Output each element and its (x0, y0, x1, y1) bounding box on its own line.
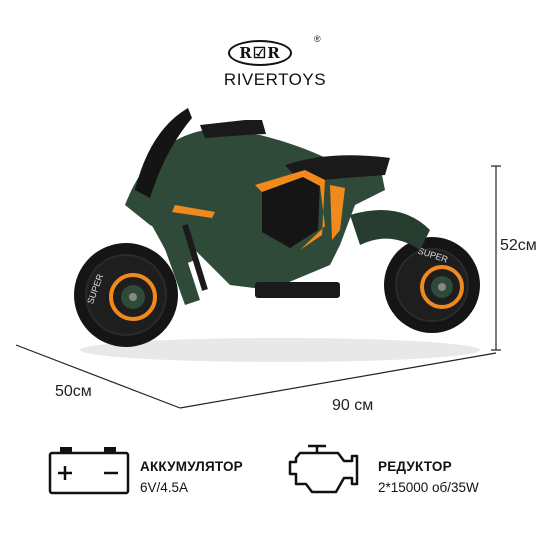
gearbox-spec-value: 2*15000 об/35W (378, 480, 479, 495)
engine-icon (288, 444, 359, 494)
battery-icon (48, 447, 130, 495)
logo-oval (228, 40, 292, 66)
battery-spec-title: АККУМУЛЯТОР (140, 459, 243, 474)
logo-mark: R☑R (239, 44, 281, 62)
battery-spec-value: 6V/4.5A (140, 480, 189, 495)
length-dimension-line (179, 352, 497, 409)
brand-name: RIVERTOYS (223, 70, 327, 89)
depth-label: 50см (55, 383, 92, 400)
depth-dimension-line (15, 344, 181, 409)
height-label: 52см (500, 237, 537, 254)
length-label: 90 см (332, 397, 374, 414)
front-wheel: SUPER (74, 243, 178, 347)
registered-mark: ® (314, 34, 321, 44)
gearbox-spec-title: РЕДУКТОР (378, 459, 452, 474)
motorcycle-image: SUPER SUPER (74, 108, 480, 362)
dimension-lines (15, 165, 501, 409)
rear-wheel: SUPER (384, 237, 480, 333)
